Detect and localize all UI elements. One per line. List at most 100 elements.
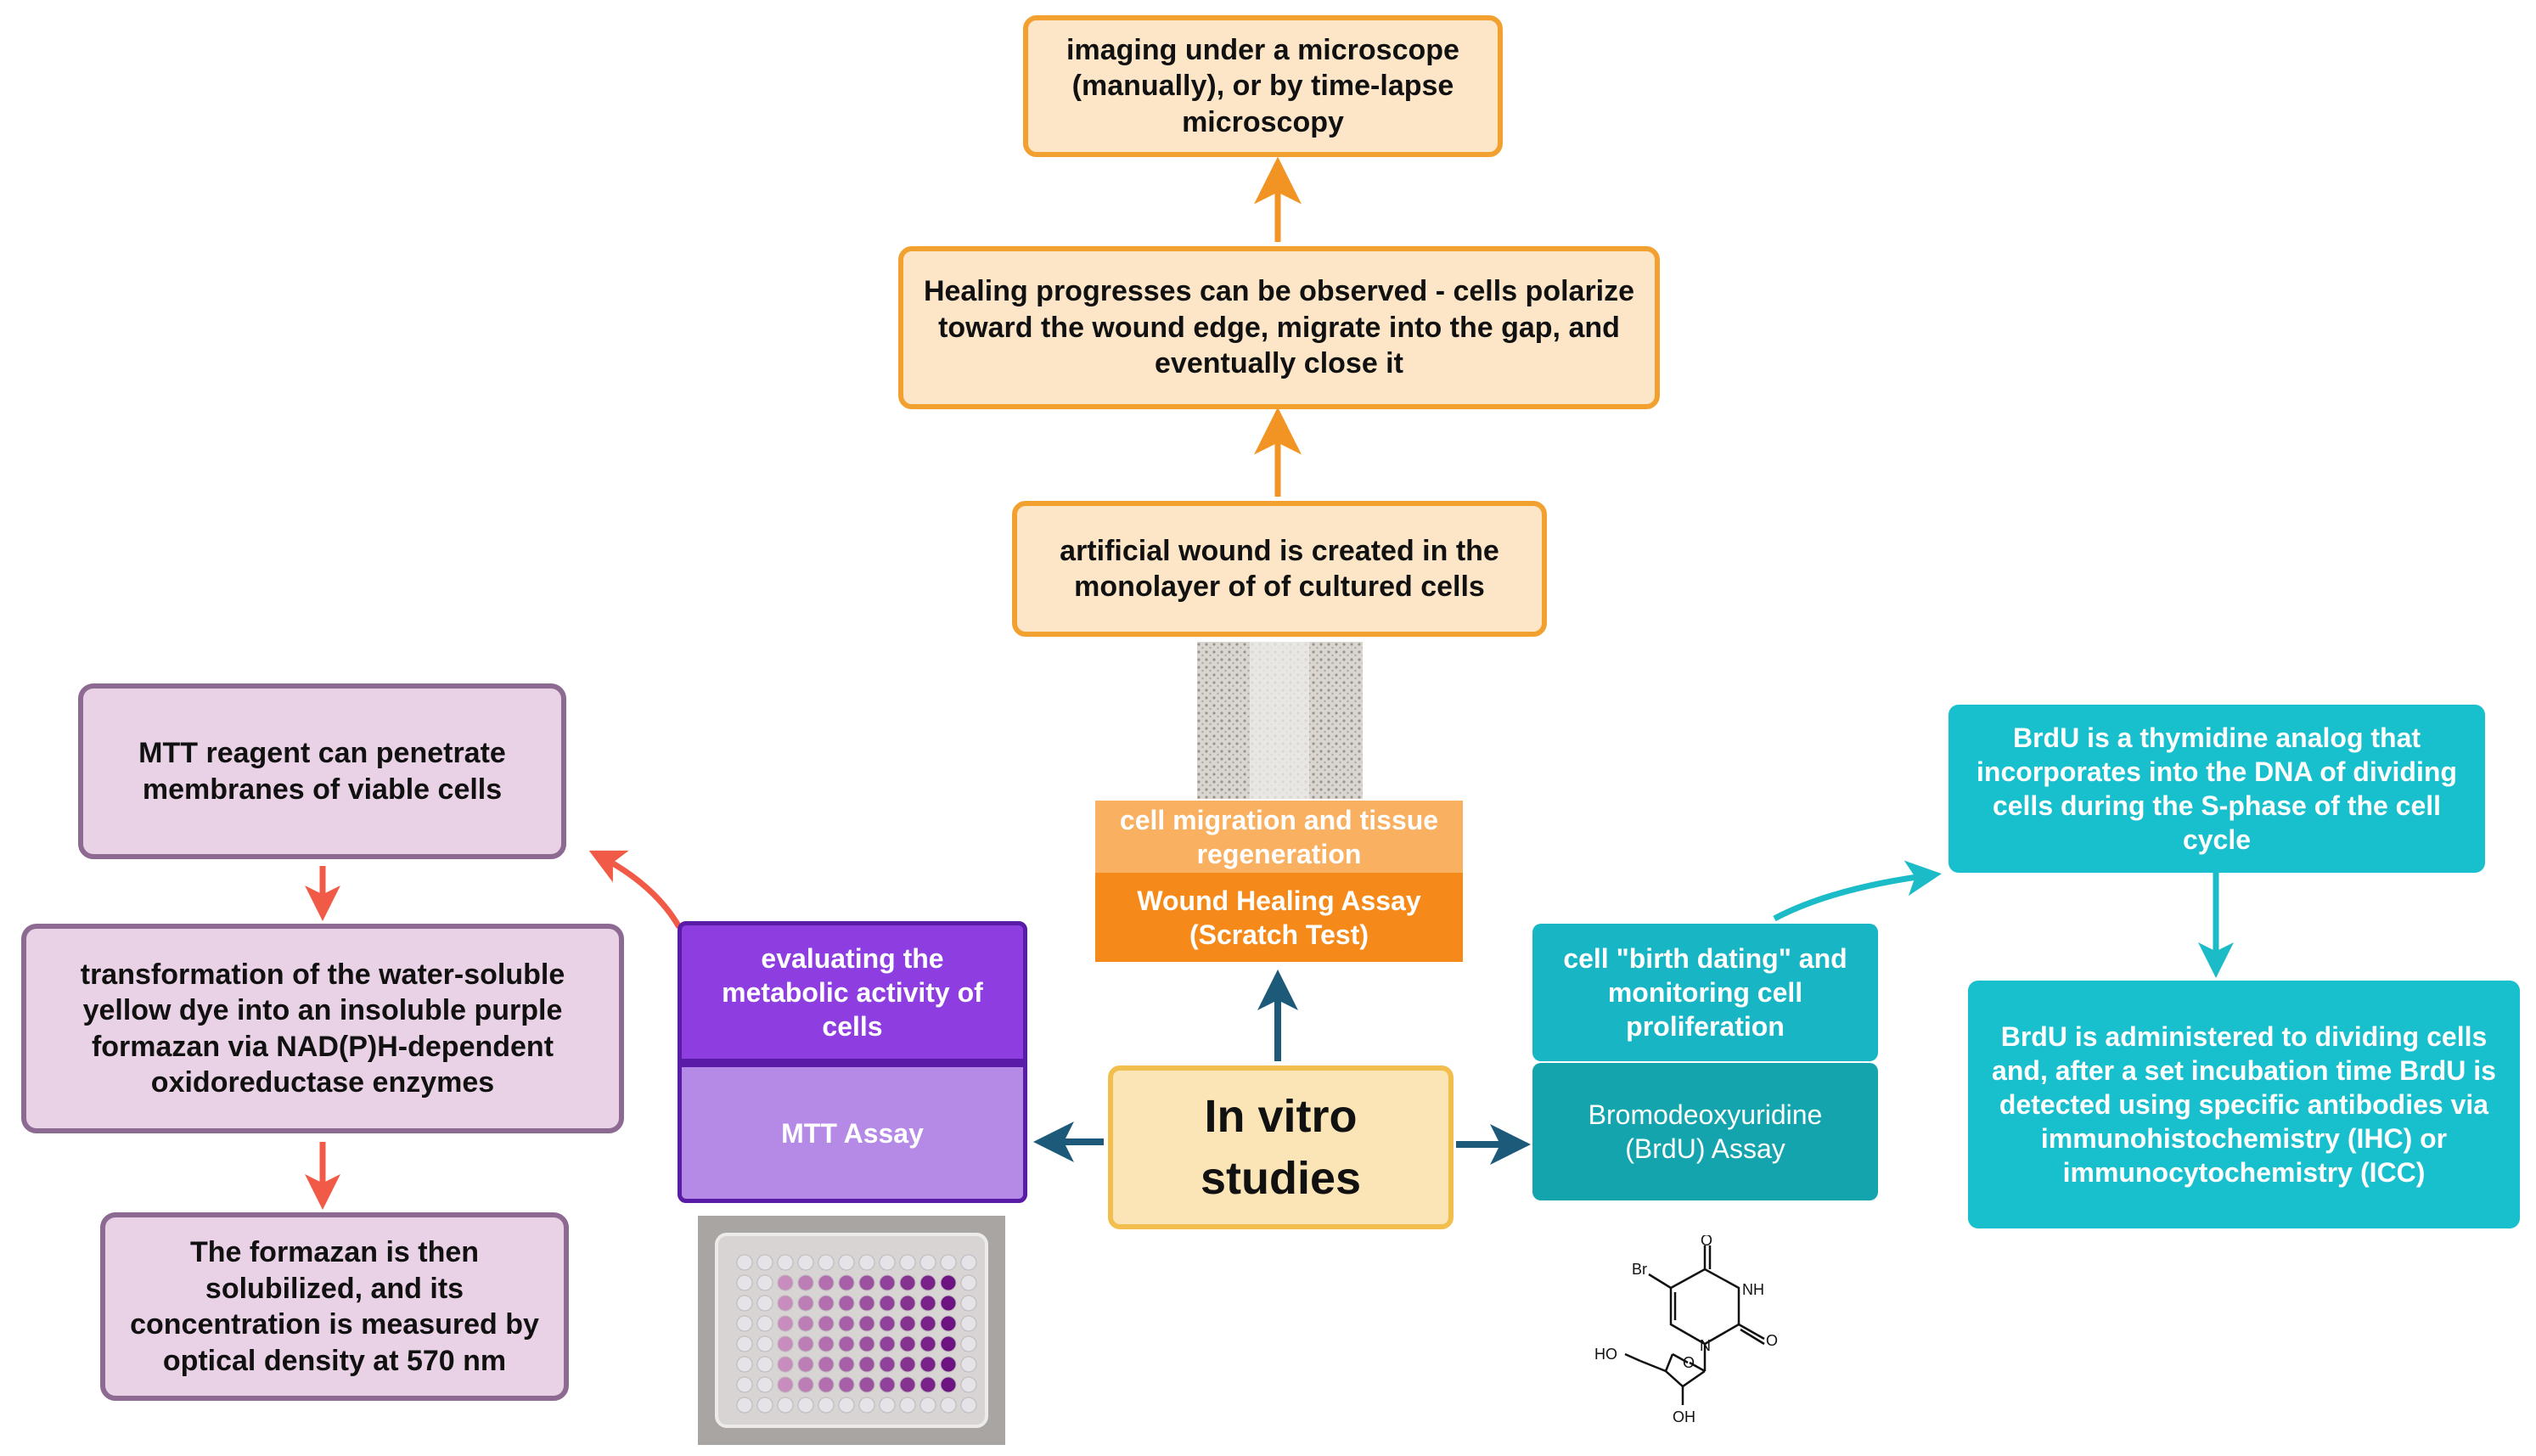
molecule-label-o-right: O	[1766, 1332, 1778, 1349]
molecule-label-o-ring: O	[1683, 1354, 1695, 1371]
well	[818, 1315, 835, 1332]
well	[940, 1335, 957, 1352]
well	[797, 1274, 814, 1291]
well	[818, 1356, 835, 1373]
well	[899, 1254, 916, 1271]
mtt-step-penetrate-text: MTT reagent can penetrate membranes of v…	[138, 737, 506, 806]
well	[777, 1356, 794, 1373]
well	[797, 1254, 814, 1271]
well	[736, 1335, 753, 1352]
brdu-structure-diagram: Br O NH N O HO O OH	[1594, 1235, 1778, 1425]
well	[818, 1376, 835, 1393]
well	[756, 1295, 773, 1312]
well	[879, 1315, 896, 1332]
well	[960, 1295, 977, 1312]
well	[879, 1376, 896, 1393]
well	[818, 1335, 835, 1352]
well	[756, 1376, 773, 1393]
well	[818, 1274, 835, 1291]
well	[777, 1335, 794, 1352]
molecule-label-ho: HO	[1594, 1346, 1617, 1363]
mtt-step-transformation: transformation of the water-soluble yell…	[21, 924, 624, 1133]
well	[858, 1335, 875, 1352]
well	[858, 1274, 875, 1291]
well	[858, 1315, 875, 1332]
well	[838, 1315, 855, 1332]
well	[940, 1376, 957, 1393]
well	[777, 1254, 794, 1271]
well	[838, 1376, 855, 1393]
well	[960, 1254, 977, 1271]
well	[777, 1376, 794, 1393]
well	[858, 1254, 875, 1271]
well	[960, 1397, 977, 1414]
brdu-assay-subtitle: cell "birth dating" and monitoring cell …	[1532, 924, 1878, 1061]
well	[899, 1295, 916, 1312]
well	[756, 1274, 773, 1291]
brdu-assay-title: Bromodeoxyuridine (BrdU) Assay	[1532, 1063, 1878, 1200]
well	[940, 1274, 957, 1291]
well	[879, 1295, 896, 1312]
well	[777, 1274, 794, 1291]
mtt-assay-title: MTT Assay	[678, 1063, 1027, 1203]
molecule-label-oh: OH	[1673, 1408, 1695, 1425]
brdu-step-analog-text: BrdU is a thymidine analog that incorpor…	[1977, 722, 2457, 855]
wound-step-imaging: imaging under a microscope (manually), o…	[1023, 15, 1503, 157]
well	[777, 1315, 794, 1332]
well	[960, 1376, 977, 1393]
well	[736, 1274, 753, 1291]
well	[736, 1376, 753, 1393]
well	[899, 1335, 916, 1352]
wound-assay-subtitle-text: cell migration and tissue regeneration	[1119, 804, 1439, 869]
well	[838, 1295, 855, 1312]
well	[797, 1356, 814, 1373]
brdu-step-detection-text: BrdU is administered to dividing cells a…	[1992, 1021, 2496, 1188]
brdu-assay-subtitle-text: cell "birth dating" and monitoring cell …	[1563, 943, 1847, 1042]
center-node: In vitro studies	[1108, 1065, 1454, 1229]
wound-assay-title-text: Wound Healing Assay (Scratch Test)	[1137, 885, 1421, 950]
well	[756, 1315, 773, 1332]
well	[919, 1376, 936, 1393]
well	[879, 1335, 896, 1352]
well	[756, 1254, 773, 1271]
well	[940, 1356, 957, 1373]
well	[858, 1356, 875, 1373]
well	[797, 1295, 814, 1312]
well	[756, 1335, 773, 1352]
well	[838, 1335, 855, 1352]
wound-assay-subtitle: cell migration and tissue regeneration	[1095, 801, 1463, 873]
well	[838, 1356, 855, 1373]
well	[919, 1295, 936, 1312]
arrow-mtt-to-step1	[588, 850, 683, 929]
mtt-assay-subtitle: evaluating the metabolic activity of cel…	[678, 921, 1027, 1063]
well	[797, 1335, 814, 1352]
well	[899, 1376, 916, 1393]
well	[797, 1397, 814, 1414]
mtt-assay-subtitle-text: evaluating the metabolic activity of cel…	[722, 942, 983, 1042]
well	[940, 1315, 957, 1332]
well-plate-photo	[698, 1216, 1005, 1445]
well	[899, 1397, 916, 1414]
well	[756, 1397, 773, 1414]
well	[797, 1315, 814, 1332]
mtt-step-solubilized: The formazan is then solubilized, and it…	[100, 1212, 569, 1401]
molecule-label-n: N	[1700, 1337, 1711, 1354]
well	[736, 1315, 753, 1332]
wound-assay-title: Wound Healing Assay (Scratch Test)	[1095, 873, 1463, 962]
brdu-assay-title-text: Bromodeoxyuridine (BrdU) Assay	[1588, 1099, 1823, 1164]
well	[919, 1335, 936, 1352]
well	[838, 1274, 855, 1291]
well	[879, 1397, 896, 1414]
well	[919, 1356, 936, 1373]
well	[777, 1397, 794, 1414]
wound-step-imaging-text: imaging under a microscope (manually), o…	[1066, 33, 1459, 138]
well	[818, 1254, 835, 1271]
well	[879, 1274, 896, 1291]
well	[736, 1356, 753, 1373]
wound-step-healing: Healing progresses can be observed - cel…	[898, 246, 1660, 409]
well	[940, 1254, 957, 1271]
well	[940, 1397, 957, 1414]
well	[818, 1295, 835, 1312]
well	[960, 1274, 977, 1291]
